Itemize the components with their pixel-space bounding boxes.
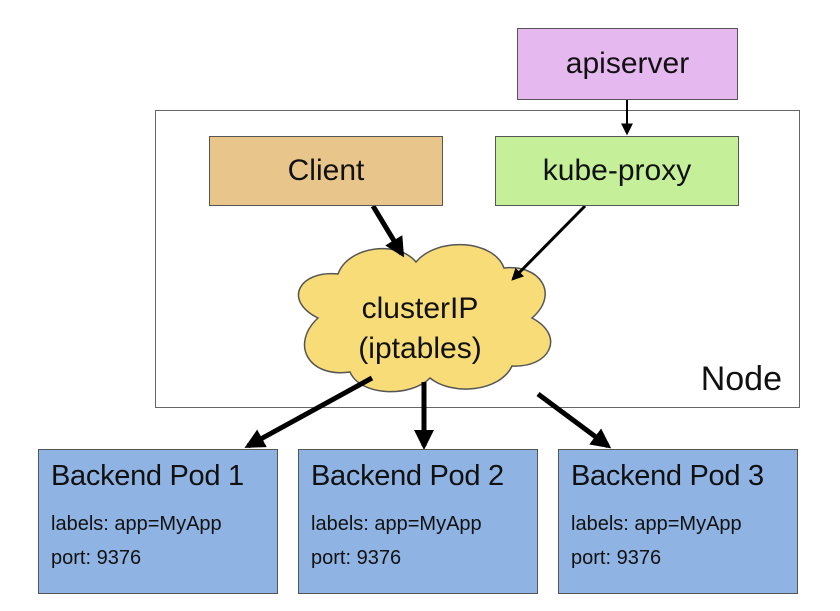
pod-port: port: 9376 (51, 547, 142, 569)
arrow-kube-proxy-to-cluster-ip (511, 204, 587, 281)
pod-labels: labels: app=MyApp (571, 513, 742, 535)
pod-labels: labels: app=MyApp (51, 513, 222, 535)
backend-pod-1: Backend Pod 1 labels: app=MyApp port: 93… (38, 449, 278, 594)
kube-proxy-box: kube-proxy (495, 136, 739, 206)
pod-port: port: 9376 (311, 547, 402, 569)
cluster-ip-cloud (297, 243, 552, 393)
cluster-ip-label: clusterIP (361, 292, 479, 325)
pod-title: Backend Pod 3 (571, 460, 764, 492)
client-box: Client (209, 136, 443, 206)
backend-pod-2: Backend Pod 2 labels: app=MyApp port: 93… (298, 449, 538, 594)
arrow-cluster-ip-to-pod-3 (536, 391, 612, 449)
apiserver-box: apiserver (517, 28, 738, 100)
arrow-client-to-cluster-ip (370, 204, 405, 258)
cluster-ip-sublabel: (iptables) (358, 332, 482, 365)
apiserver-label: apiserver (565, 47, 690, 80)
backend-pod-3: Backend Pod 3 labels: app=MyApp port: 93… (558, 449, 798, 594)
node-label: Node (700, 360, 782, 398)
node-boundary (155, 110, 800, 408)
client-label: Client (287, 154, 365, 187)
pod-title: Backend Pod 2 (311, 460, 504, 492)
pod-labels: labels: app=MyApp (311, 513, 482, 535)
pod-port: port: 9376 (571, 547, 662, 569)
kube-proxy-label: kube-proxy (542, 154, 692, 187)
pod-title: Backend Pod 1 (51, 460, 244, 492)
arrow-cluster-ip-to-pod-1 (244, 375, 374, 449)
